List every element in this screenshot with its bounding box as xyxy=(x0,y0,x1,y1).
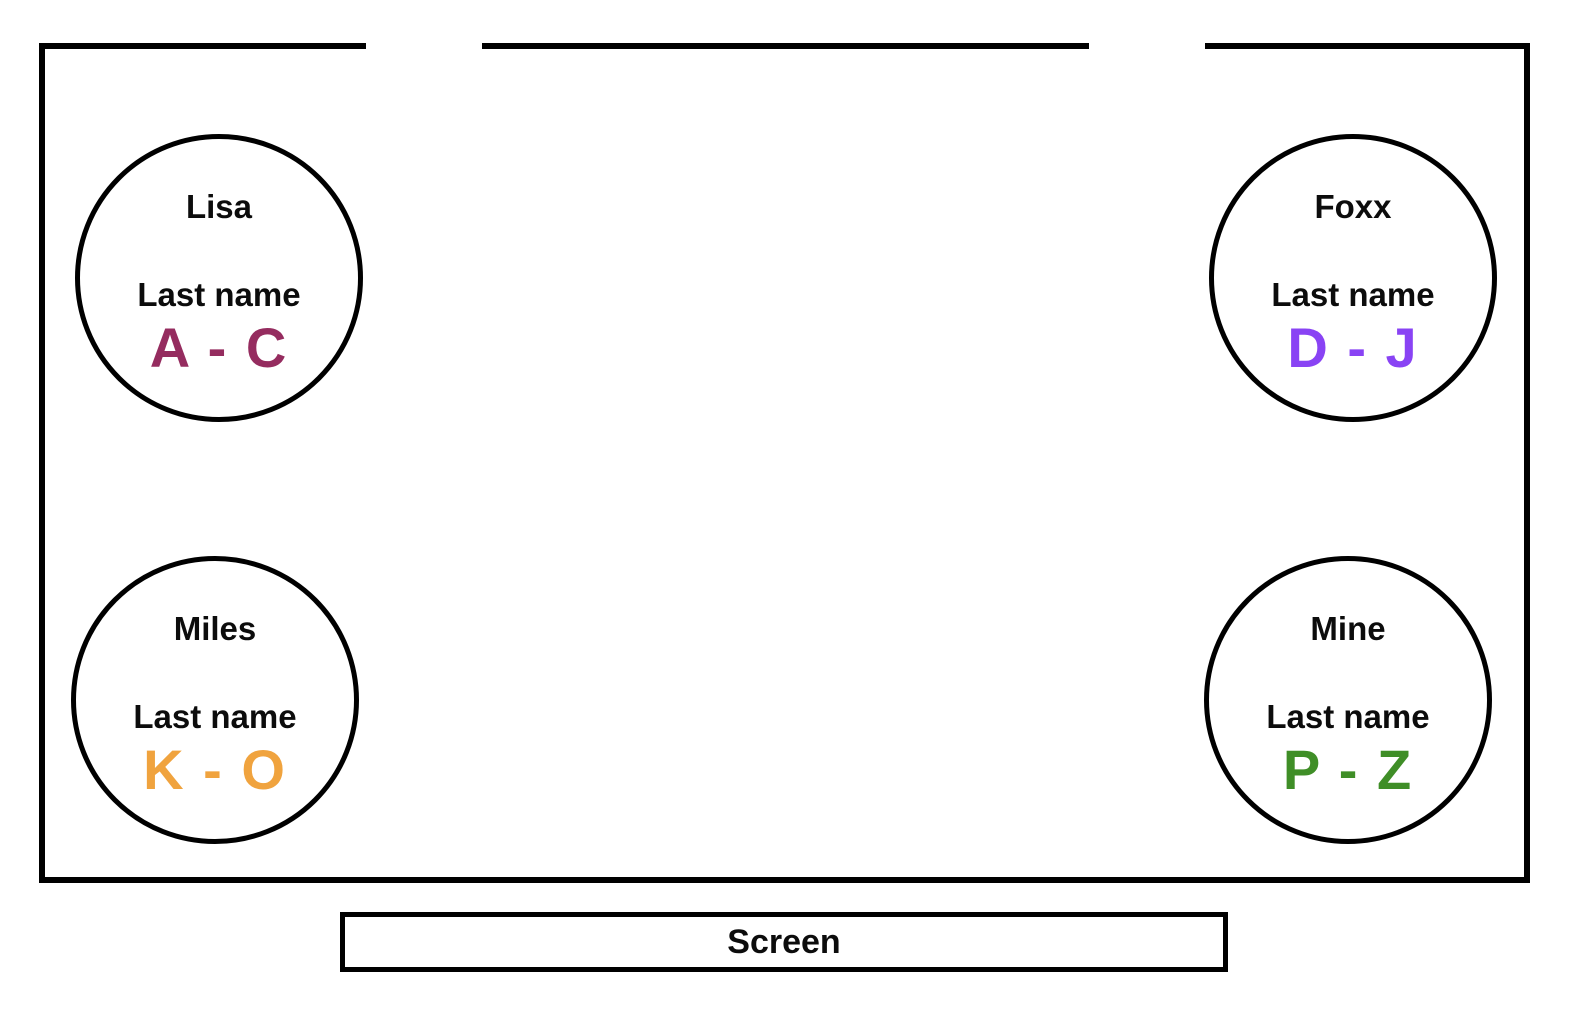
station-name: Foxx xyxy=(1314,188,1392,225)
screen-label: Screen xyxy=(727,922,841,961)
station-name: Lisa xyxy=(185,188,253,225)
station-mine: Mine Last name P - Z xyxy=(1204,556,1492,844)
station-name: Mine xyxy=(1310,610,1386,647)
station-subtitle: Last name xyxy=(1266,698,1430,735)
screen-box: Screen xyxy=(340,912,1228,972)
station-foxx: Foxx Last name D - J xyxy=(1209,134,1497,422)
station-letter-range: K - O xyxy=(143,738,287,801)
station-letter-range: D - J xyxy=(1287,316,1419,379)
station-subtitle: Last name xyxy=(137,276,301,313)
station-subtitle: Last name xyxy=(133,698,297,735)
station-letter-range: P - Z xyxy=(1282,738,1414,801)
room-wall-top-segment-right xyxy=(1205,43,1530,49)
station-miles: Miles Last name K - O xyxy=(71,556,359,844)
room-wall-top-segment-left xyxy=(39,43,366,49)
station-name: Miles xyxy=(173,610,257,647)
station-subtitle: Last name xyxy=(1271,276,1435,313)
room-wall-right xyxy=(1524,43,1530,883)
station-lisa: Lisa Last name A - C xyxy=(75,134,363,422)
room-wall-top-segment-middle xyxy=(482,43,1089,49)
room-wall-left xyxy=(39,43,45,883)
station-letter-range: A - C xyxy=(149,316,289,379)
room-wall-bottom xyxy=(39,877,1530,883)
